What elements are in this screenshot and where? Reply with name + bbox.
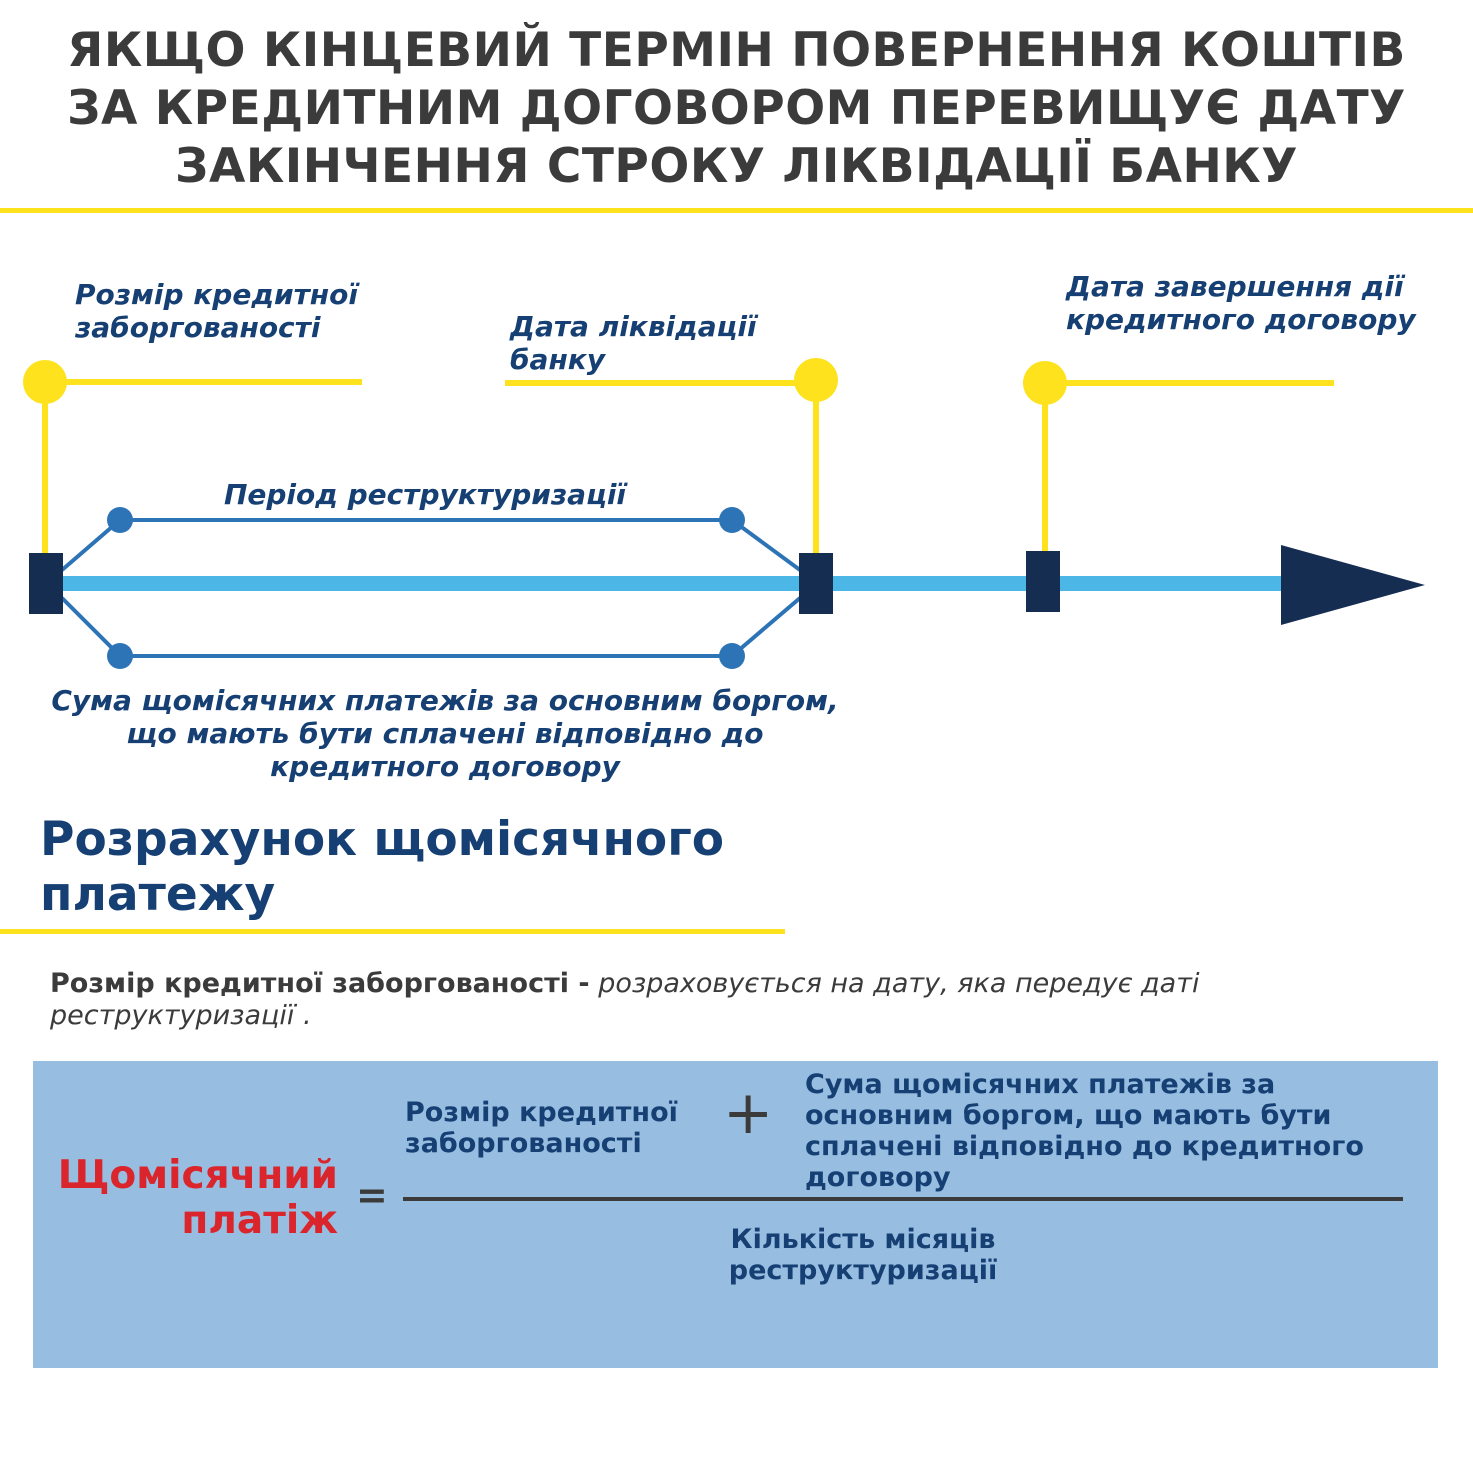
timeline-axis — [45, 576, 1285, 591]
bracket-top-left-dot — [107, 507, 133, 533]
debt-definition-note: Розмір кредитної заборгованості - розрах… — [50, 968, 1430, 1032]
marker-debt-date — [29, 553, 63, 614]
formula-plus-sign: + — [723, 1078, 774, 1148]
title-line-3: ЗАКІНЧЕННЯ СТРОКУ ЛІКВІДАЦІЇ БАНКУ — [175, 139, 1298, 194]
calculation-heading: Розрахунок щомісячного платежу — [40, 812, 725, 922]
title-underline — [0, 208, 1473, 213]
formula-numerator-debt: Розмір кредитної заборгованості — [405, 1097, 678, 1159]
bracket-bottom-right-dot — [719, 643, 745, 669]
liquidation-callout-dot — [794, 358, 838, 402]
marker-contract-end-date — [1026, 551, 1060, 612]
calculation-underline — [0, 929, 785, 934]
restructuring-bracket-top — [60, 518, 802, 572]
note-definition: розраховується на дату, яка передує даті… — [50, 968, 1200, 1031]
label-monthly-principal-sum: Сума щомісячних платежів за основним бор… — [51, 684, 839, 783]
title-line-1: ЯКЩО КІНЦЕВИЙ ТЕРМІН ПОВЕРНЕННЯ КОШТІВ — [67, 23, 1406, 78]
timeline-arrowhead — [1281, 545, 1425, 625]
label-debt-size: Розмір кредитної заборгованості — [75, 278, 358, 344]
debt-callout-dot — [23, 360, 67, 404]
timeline-diagram — [23, 358, 1425, 669]
page-title: ЯКЩО КІНЦЕВИЙ ТЕРМІН ПОВЕРНЕННЯ КОШТІВ З… — [0, 22, 1473, 196]
marker-liquidation-date — [799, 553, 833, 614]
principal-bracket-bottom — [60, 596, 802, 658]
note-term: Розмір кредитної заборгованості - — [50, 968, 590, 999]
formula-denominator-months: Кількість місяців реструктуризації — [728, 1224, 998, 1286]
label-contract-end-date: Дата завершення дії кредитного договору — [1066, 270, 1416, 336]
end-callout-dot — [1023, 361, 1067, 405]
label-liquidation-date: Дата ліквідації банку — [510, 310, 757, 376]
formula-numerator-principal-sum: Сума щомісячних платежів за основним бор… — [805, 1069, 1364, 1193]
bracket-bottom-left-dot — [107, 643, 133, 669]
formula-fraction-bar — [403, 1197, 1403, 1201]
formula-result: Щомісячний платіж — [57, 1153, 338, 1243]
formula-equals-sign: = — [356, 1173, 388, 1217]
bracket-top-right-dot — [719, 507, 745, 533]
formula-box: Щомісячний платіж = Розмір кредитної заб… — [33, 1061, 1438, 1368]
label-restructuring-period: Період реструктуризації — [223, 478, 627, 511]
title-line-2: ЗА КРЕДИТНИМ ДОГОВОРОМ ПЕРЕВИЩУЄ ДАТУ — [67, 81, 1406, 136]
